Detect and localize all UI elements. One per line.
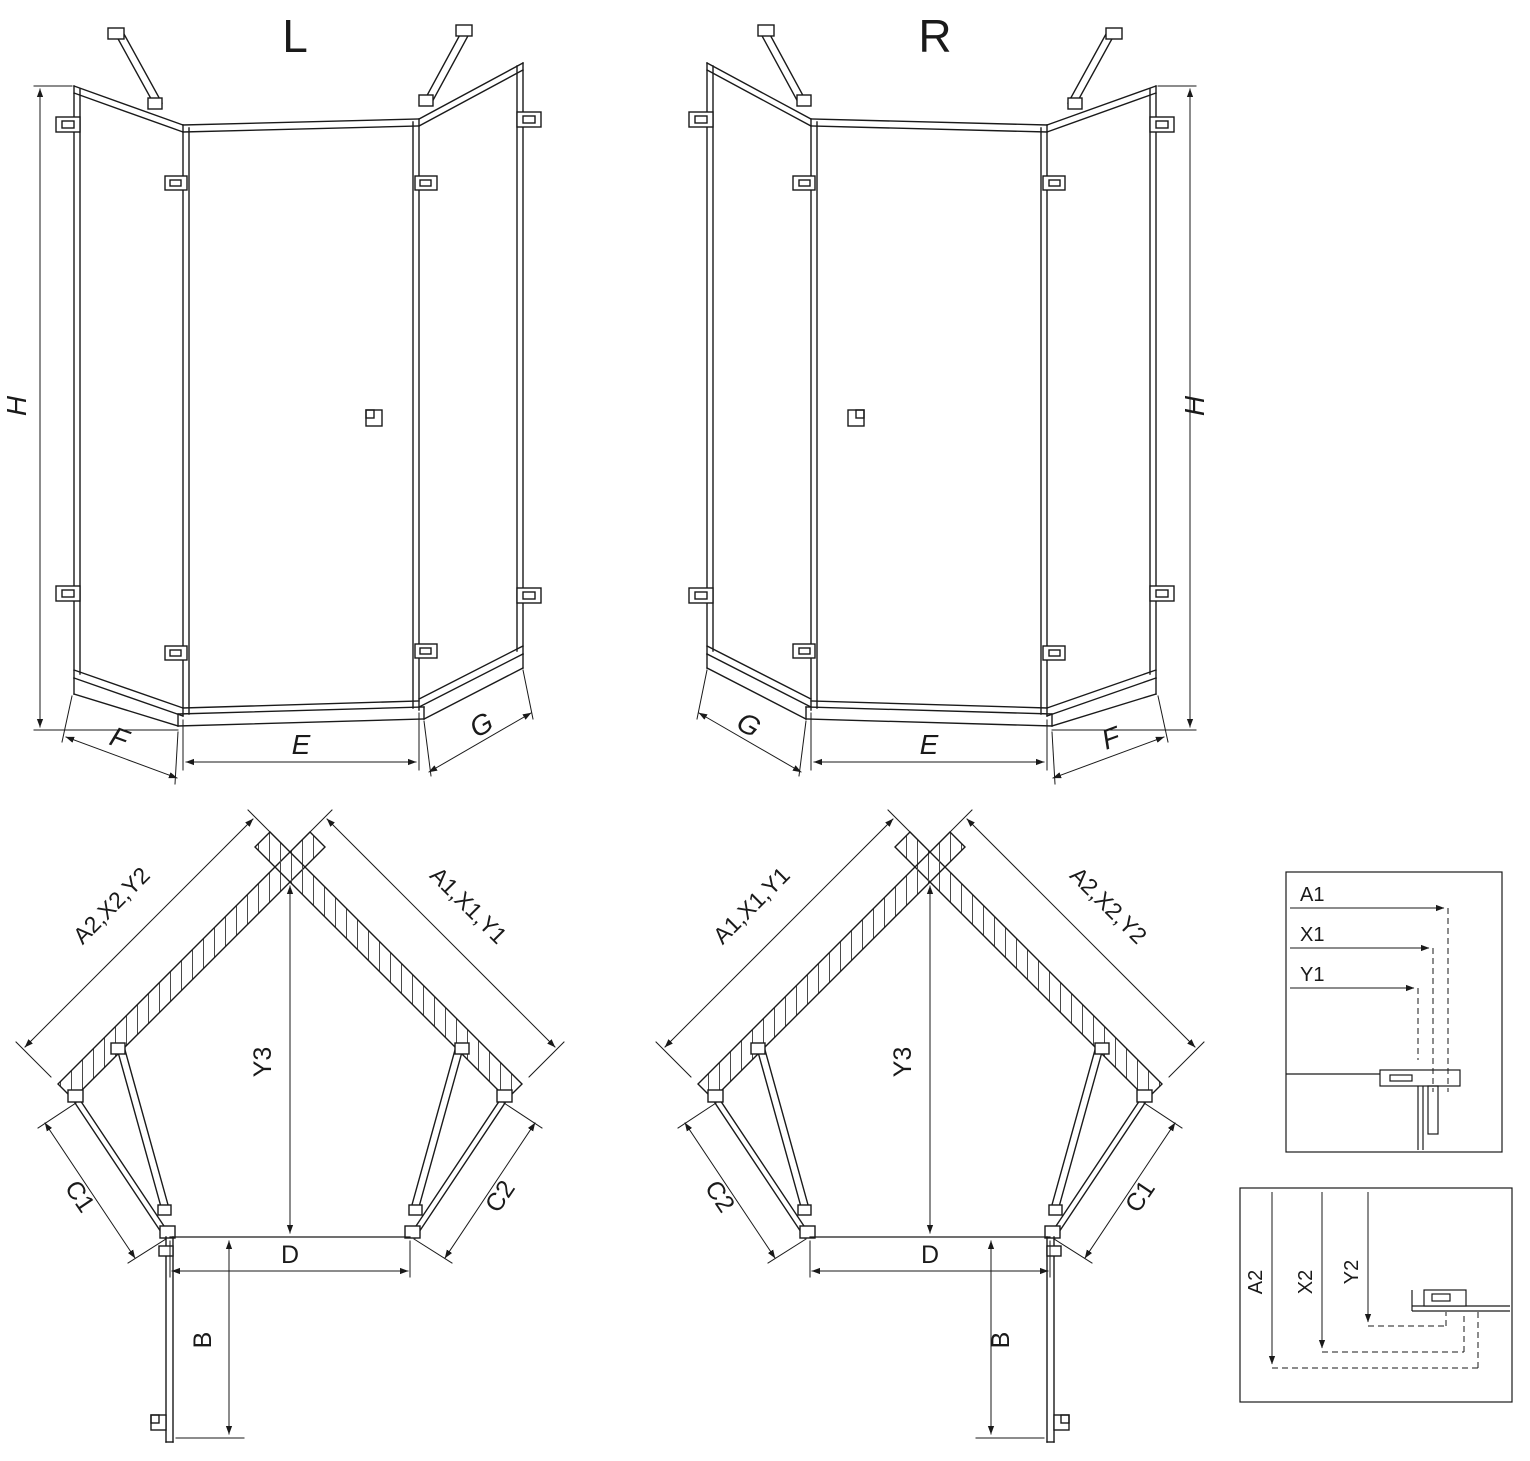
dim-label-depth-rplan: Y3 [889,1047,917,1078]
dim-label-a2-detail: A2 [1245,1270,1267,1294]
dim-label-left-panel-left-view: F [106,721,134,757]
enclosure-3d-geometry-left [34,25,541,784]
dim-label-corner-left-lplan: C1 [59,1175,100,1217]
dim-label-front-width-rplan: D [921,1241,939,1269]
dim-label-height-right-view: H [1179,395,1210,416]
left-plan-view: A2,X2,Y2 A1,X1,Y1 Y3 C1 C2 D B [16,810,564,1442]
right-3d-view: R H G E F [689,10,1210,784]
detail-bottom-frame [1239,1187,1513,1403]
dim-label-y1-detail: Y1 [1300,964,1324,986]
dim-label-corner-right-lplan: C2 [480,1175,521,1217]
dim-label-right-panel-left-view: G [464,706,498,744]
detail-box-top: A1 X1 Y1 [1285,871,1503,1153]
dim-label-front-right-view: E [920,729,939,760]
dim-label-x1-detail: X1 [1300,924,1324,946]
dim-label-wall-left-rplan: A1,X1,Y1 [708,862,795,949]
dim-label-wall-left-lplan: A2,X2,Y2 [68,862,155,949]
dim-label-door-width-lplan: B [189,1332,217,1349]
dim-label-wall-right-rplan: A2,X2,Y2 [1065,862,1152,949]
dim-label-right-panel-right-view: F [1097,720,1125,756]
dim-label-front-width-lplan: D [281,1241,299,1269]
dim-label-y2-detail: Y2 [1341,1260,1363,1284]
dim-label-front-left-view: E [292,729,311,760]
dim-label-wall-right-lplan: A1,X1,Y1 [425,862,512,949]
dim-label-depth-lplan: Y3 [249,1047,277,1078]
enclosure-3d-geometry-right [689,25,1196,784]
dim-label-corner-left-rplan: C2 [699,1175,740,1217]
dim-label-door-width-rplan: B [987,1332,1015,1349]
right-plan-view: A1,X1,Y1 A2,X2,Y2 Y3 C2 C1 D B [656,810,1204,1442]
dim-label-x2-detail: X2 [1295,1270,1317,1294]
detail-box-bottom: A2 X2 Y2 [1239,1187,1513,1403]
detail-top-frame [1285,871,1503,1153]
left-view-title: L [282,10,308,62]
right-view-title: R [918,10,951,62]
dim-label-left-panel-right-view: G [732,706,766,744]
dim-label-a1-detail: A1 [1300,884,1324,906]
dim-label-corner-right-rplan: C1 [1120,1175,1161,1217]
left-3d-view: L H F E G [1,10,541,784]
dim-label-height-left-view: H [1,395,32,416]
